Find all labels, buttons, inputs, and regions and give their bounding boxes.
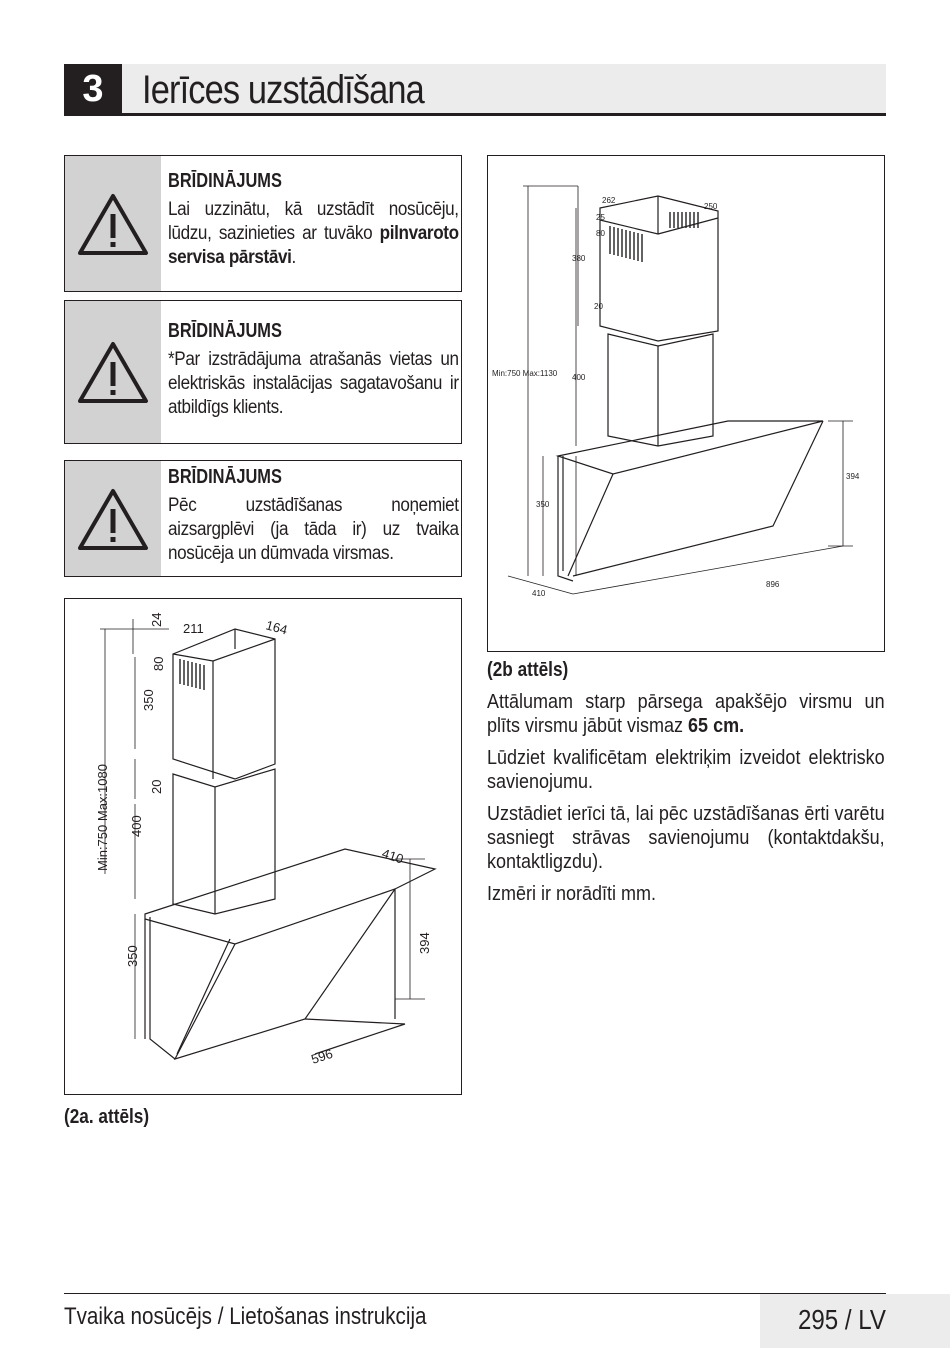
note-distance: Attālumam starp pārsega apakšējo virsmu … bbox=[487, 691, 885, 737]
warning-title: BRĪDINĀJUMS bbox=[168, 170, 282, 192]
warning-text: *Par izstrādājuma atrašanās vietas un el… bbox=[168, 349, 459, 418]
dim-80: 80 bbox=[596, 229, 605, 238]
dim-250: 250 bbox=[704, 202, 718, 211]
figure-2a: 24 211 164 80 350 20 400 Min:750 Max:108… bbox=[64, 598, 462, 1095]
dim-400: 400 bbox=[572, 373, 586, 382]
footer-title: Tvaika nosūcējs / Lietošanas instrukcija bbox=[64, 1303, 427, 1330]
warning-title: BRĪDINĀJUMS bbox=[168, 466, 282, 488]
dim-20: 20 bbox=[594, 302, 603, 311]
dim-596: 596 bbox=[309, 1046, 334, 1067]
installation-notes: Attālumam starp pārsega apakšējo virsmu … bbox=[487, 690, 885, 914]
warning-title: BRĪDINĀJUMS bbox=[168, 320, 282, 342]
dim-410: 410 bbox=[380, 846, 405, 867]
note-units: Izmēri ir norādīti mm. bbox=[487, 883, 657, 905]
dim-350-top: 350 bbox=[141, 689, 156, 711]
section-number: 3 bbox=[64, 64, 122, 113]
figure-2b-caption: (2b attēls) bbox=[487, 659, 569, 681]
dim-20: 20 bbox=[149, 780, 164, 794]
dim-410: 410 bbox=[532, 589, 546, 598]
hood-diagram-2a: 24 211 164 80 350 20 400 Min:750 Max:108… bbox=[95, 613, 437, 1067]
warning-box-3: BRĪDINĀJUMS Pēc uzstādīšanas noņemiet ai… bbox=[64, 460, 462, 577]
dim-350-bottom: 350 bbox=[125, 945, 140, 967]
dim-350: 350 bbox=[536, 500, 550, 509]
dim-380: 380 bbox=[572, 254, 586, 263]
page-number: 295 / LV bbox=[798, 1304, 886, 1335]
dim-211: 211 bbox=[183, 621, 204, 636]
warning-triangle-icon bbox=[78, 193, 148, 255]
note-plug-access: Uzstādiet ierīci tā, lai pēc uzstādīšana… bbox=[487, 803, 885, 873]
warning-text: Pēc uzstādīšanas noņemiet aizsargplēvi (… bbox=[168, 495, 459, 564]
hood-diagram-2b: 262 250 25 80 380 20 400 Min:750 Max:113… bbox=[492, 185, 860, 598]
note-electrician: Lūdziet kvalificētam elektriķim izveidot… bbox=[487, 747, 885, 793]
section-header: 3 Ierīces uzstādīšana bbox=[64, 64, 886, 116]
dim-394: 394 bbox=[417, 932, 432, 954]
dim-262: 262 bbox=[602, 196, 616, 205]
dim-height-range: Min:750 Max:1130 bbox=[492, 369, 558, 378]
warning-box-2: BRĪDINĀJUMS *Par izstrādājuma atrašanās … bbox=[64, 300, 462, 444]
section-title: Ierīces uzstādīšana bbox=[142, 68, 425, 112]
dim-400: 400 bbox=[129, 815, 144, 837]
dim-height-range: Min:750 Max:1080 bbox=[95, 764, 110, 871]
warning-box-1: BRĪDINĀJUMS Lai uzzinātu, kā uzstādīt no… bbox=[64, 155, 462, 292]
dim-80: 80 bbox=[151, 657, 166, 671]
dim-394: 394 bbox=[846, 472, 860, 481]
footer-page-box: 295 / LV bbox=[760, 1294, 950, 1348]
footer-divider bbox=[64, 1293, 886, 1294]
figure-2b: 262 250 25 80 380 20 400 Min:750 Max:113… bbox=[487, 155, 885, 652]
warning-triangle-icon bbox=[78, 342, 148, 403]
dim-164: 164 bbox=[264, 617, 289, 637]
figure-2a-caption: (2a. attēls) bbox=[64, 1106, 150, 1128]
dim-24: 24 bbox=[149, 613, 164, 627]
warning-triangle-icon bbox=[78, 488, 148, 550]
dim-25: 25 bbox=[596, 213, 605, 222]
dim-896: 896 bbox=[766, 580, 780, 589]
warning-text: Lai uzzinātu, kā uzstādīt nosūcēju, lūdz… bbox=[168, 199, 459, 268]
